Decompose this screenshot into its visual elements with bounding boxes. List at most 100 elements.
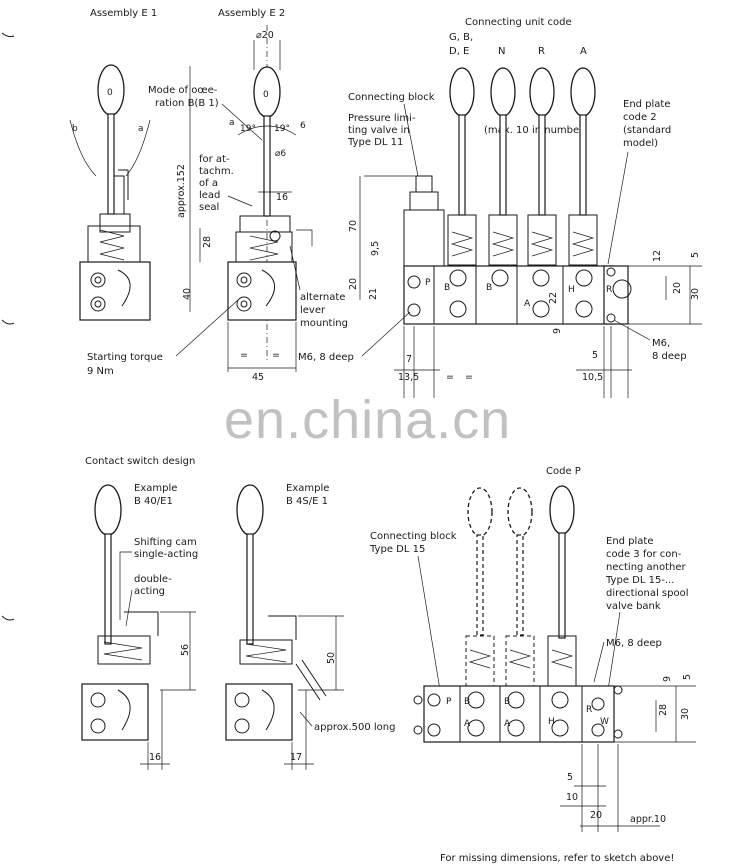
dim-12: 12 <box>652 250 663 262</box>
dim-70: 70 <box>348 220 359 232</box>
mark-a: a <box>138 124 144 134</box>
dim-5-d: 5 <box>567 772 573 783</box>
port-a-bottom-2: A <box>504 719 511 729</box>
dim-10-5: 10,5 <box>582 372 603 383</box>
footer-note: For missing dimensions, refer to sketch … <box>440 853 674 864</box>
ep3-line-6: valve bank <box>606 601 661 612</box>
code-r: R <box>538 46 545 57</box>
assembly-e2-label: Assembly E 2 <box>218 8 285 19</box>
dim-eq-4: = <box>465 372 473 383</box>
code-de: D, E <box>449 46 469 57</box>
dim-9: 9 <box>552 328 563 334</box>
end-plate-line-3: (standard <box>623 125 671 136</box>
dim-dia-6: ⌀6 <box>275 149 286 159</box>
port-h-top: H <box>568 285 575 295</box>
binder-marks <box>1 32 15 621</box>
code-n: N <box>498 46 505 57</box>
angle-left: 19° <box>240 124 256 134</box>
attach-line-3: of a <box>199 178 218 189</box>
dim-5-b: 5 <box>592 350 598 361</box>
lever-mark-e1: 0 <box>107 88 113 98</box>
port-b-bottom-2: B <box>504 697 510 707</box>
attach-line-1: for at- <box>199 154 230 165</box>
contact-switch-title: Contact switch design <box>85 456 195 467</box>
dim-22: 22 <box>548 292 559 304</box>
dim-10-b: 10 <box>566 792 578 803</box>
dim-17: 17 <box>290 752 302 763</box>
attach-line-5: seal <box>199 202 219 213</box>
attach-line-2: tachm. <box>199 166 234 177</box>
shifting-cam-label: Shifting cam <box>134 537 197 548</box>
dim-56: 56 <box>180 644 191 656</box>
end-plate-line-4: model) <box>623 138 658 149</box>
port-p-bottom: P <box>446 697 452 707</box>
dim-16: 16 <box>276 192 288 203</box>
mark-b: b <box>72 124 78 134</box>
dim-9-b: 9 <box>662 676 673 682</box>
dim-eq-1: = <box>240 350 248 361</box>
end-plate-line-1: End plate <box>623 99 671 110</box>
contact-switch-design: Contact switch design Example B 40/E1 Sh… <box>81 456 696 864</box>
watermark: en.china.cn <box>224 390 511 450</box>
starting-torque-line-2: 9 Nm <box>87 366 114 377</box>
dim-28: 28 <box>202 236 213 248</box>
dim-approx-152: approx.152 <box>176 164 187 218</box>
plv-line-3: Type DL 11 <box>347 137 403 148</box>
port-r-top: R <box>606 285 612 295</box>
ep3-line-2: code 3 for con- <box>606 549 682 560</box>
m6-right-1: M6, <box>652 338 670 349</box>
dim-40: 40 <box>182 288 193 300</box>
dim-13-5: 13,5 <box>398 372 419 383</box>
dim-16-b: 16 <box>149 752 161 763</box>
dim-21: 21 <box>368 288 379 300</box>
port-p-top: P <box>425 278 431 288</box>
code-gb: G, B, <box>449 32 473 43</box>
mode-of-operation-line1: Mode of oœe- <box>148 85 218 96</box>
dim-7: 7 <box>406 354 412 365</box>
valve-bank-top: Connecting unit code G, B, D, E N R A Co… <box>298 17 702 398</box>
dim-45: 45 <box>252 372 264 383</box>
ep3-line-3: necting another <box>606 562 687 573</box>
alt-lever-line-1: alternate <box>300 292 345 303</box>
port-h-bottom: H <box>548 717 555 727</box>
m6-left: M6, 8 deep <box>298 352 354 363</box>
connecting-unit-code: Connecting unit code <box>465 17 572 28</box>
ep3-line-1: End plate <box>606 536 654 547</box>
dim-5-c: 5 <box>682 674 693 680</box>
single-acting-label: single-acting <box>134 549 198 560</box>
port-a-top: A <box>524 299 531 309</box>
dim-20-b: 20 <box>590 810 602 821</box>
port-b-top-1: B <box>444 283 450 293</box>
port-a-bottom-1: A <box>464 719 471 729</box>
dim-28-b: 28 <box>658 704 669 716</box>
cb-type-dl15-line-2: Type DL 15 <box>369 544 425 555</box>
plv-line-2: ting valve in <box>348 125 410 136</box>
alt-lever-line-3: mounting <box>300 318 348 329</box>
ep3-line-5: directional spool <box>606 588 688 599</box>
m6-right-2: 8 deep <box>652 351 687 362</box>
connecting-block-label: Connecting block <box>348 92 435 103</box>
dim-50: 50 <box>326 652 337 664</box>
example-1-line-2: B 40/E1 <box>134 496 173 507</box>
double-acting-line-2: acting <box>134 586 165 597</box>
example-2-line-2: B 4S/E 1 <box>286 496 328 507</box>
plv-line-1: Pressure limi- <box>348 113 416 124</box>
end-plate-line-2: code 2 <box>623 112 657 123</box>
port-b-top-2: B <box>486 283 492 293</box>
example-1-line-1: Example <box>134 483 177 494</box>
dim-30-b: 30 <box>680 708 691 720</box>
mark-6: 6 <box>300 121 306 131</box>
assembly-e2-drawing: Assembly E 2 ⌀20 0 Mode of oœe- ration B… <box>87 8 348 383</box>
dim-20: 20 <box>348 278 359 290</box>
dim-eq-2: = <box>272 350 280 361</box>
code-p-label: Code P <box>546 466 581 477</box>
example-2-line-1: Example <box>286 483 329 494</box>
cb-type-dl15-line-1: Connecting block <box>370 531 457 542</box>
dim-eq-3: = <box>446 372 454 383</box>
approx-500-label: approx.500 long <box>314 722 395 733</box>
dim-9-5: 9,5 <box>370 241 381 256</box>
mode-of-operation-line2: ration B(B 1) <box>155 98 219 109</box>
port-w-bottom: W <box>600 717 609 727</box>
attach-line-4: lead <box>199 190 220 201</box>
